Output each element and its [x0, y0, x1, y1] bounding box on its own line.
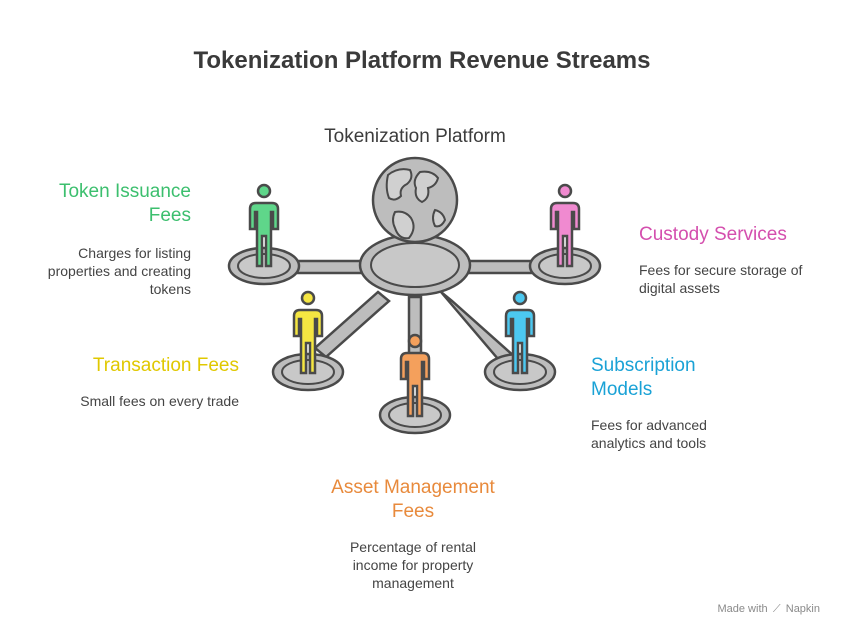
stream-description: Small fees on every trade [80, 393, 239, 409]
base-transaction [271, 352, 345, 392]
watermark-brand: Napkin [785, 603, 820, 615]
person-icon-transaction [292, 290, 324, 375]
person-icon-subscription [504, 290, 536, 375]
stream-token-issuance: Token Issuance Fees Charges for listing … [20, 180, 191, 298]
center-label: Tokenization Platform [324, 126, 506, 147]
person-icon-asset-management [399, 333, 431, 418]
center-platform-inner [370, 242, 460, 288]
stream-asset-management: Asset Management Fees Percentage of rent… [318, 476, 508, 592]
base-asset-management [378, 395, 452, 435]
diagram-title: Tokenization Platform Revenue Streams [193, 47, 651, 74]
connector-lower-left [313, 290, 391, 359]
person-icon-custody [549, 183, 581, 268]
stream-custody: Custody Services Fees for secure storage… [639, 223, 829, 297]
stream-description: Charges for listing properties and creat… [47, 245, 191, 297]
stream-title: Custody Services [639, 224, 787, 245]
base-custody [528, 246, 602, 286]
stream-title: Asset Management Fees [331, 477, 495, 522]
stream-description: Percentage of rental income for property… [349, 539, 477, 591]
napkin-logo-icon: ⟋ [772, 603, 781, 615]
globe-icon [371, 156, 459, 244]
base-subscription [483, 352, 557, 392]
connector-right [462, 259, 540, 275]
stream-transaction: Transaction Fees Small fees on every tra… [40, 354, 239, 410]
stream-title: Subscription Models [591, 355, 696, 400]
person-icon-token-issuance [248, 183, 280, 268]
base-token-issuance [227, 246, 301, 286]
stream-title: Transaction Fees [92, 355, 239, 376]
watermark-prefix: Made with [717, 603, 768, 615]
watermark: Made with ⟋ Napkin [717, 603, 820, 616]
stream-description: Fees for secure storage of digital asset… [639, 262, 803, 296]
stream-description: Fees for advanced analytics and tools [591, 417, 707, 451]
stream-subscription: Subscription Models Fees for advanced an… [591, 354, 721, 452]
stream-title: Token Issuance Fees [58, 181, 191, 226]
connector-left [290, 259, 368, 275]
